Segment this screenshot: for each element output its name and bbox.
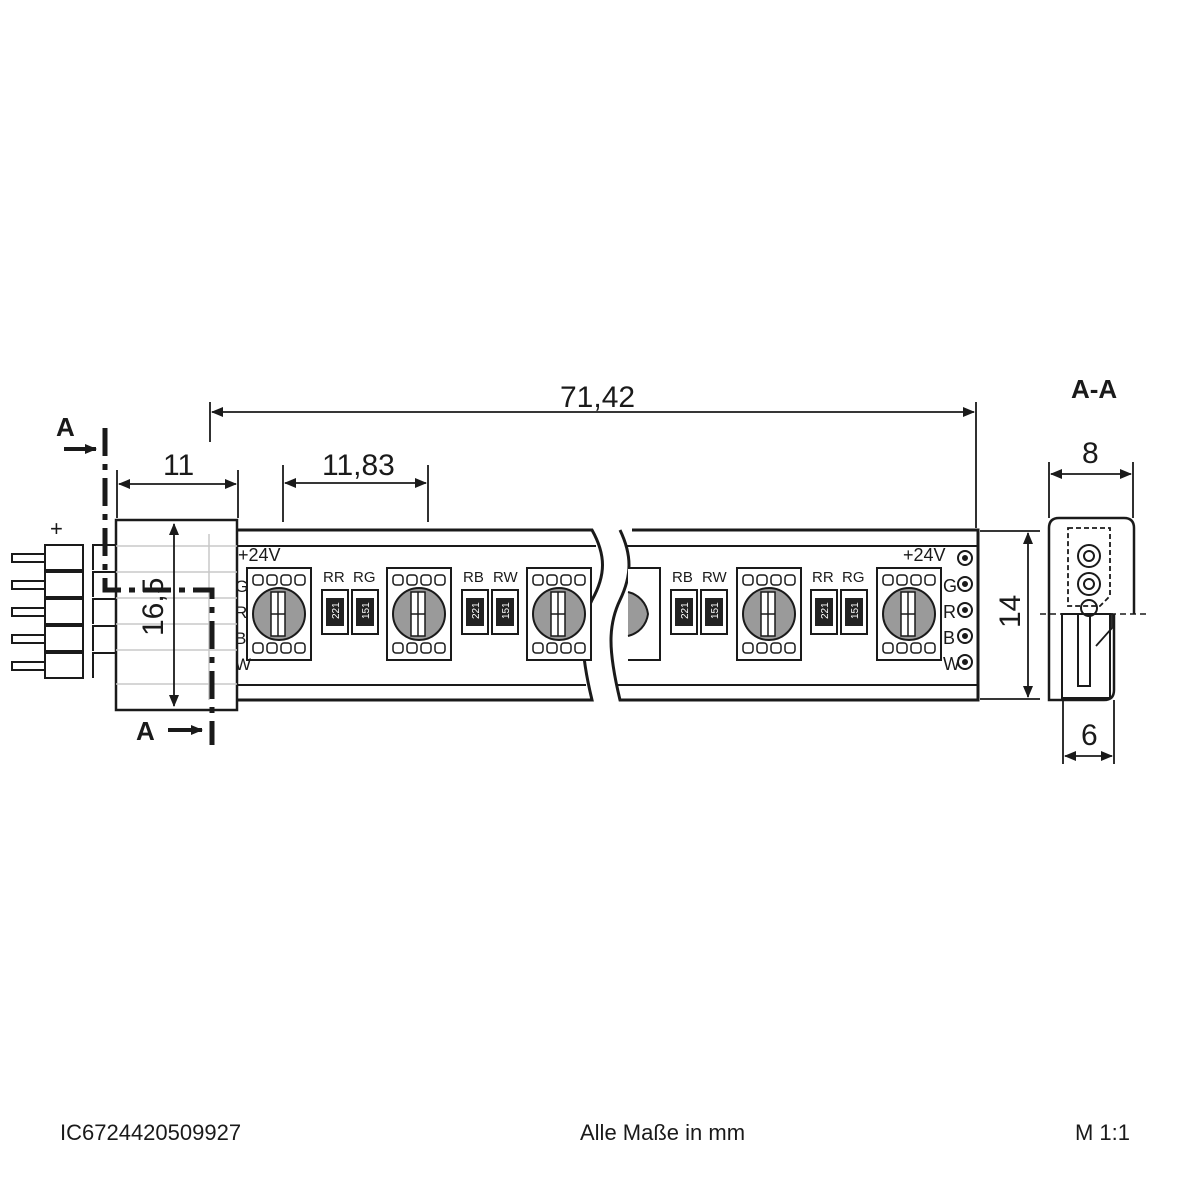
resistor-label: RG <box>353 569 376 586</box>
resistor-label: RB <box>672 569 693 586</box>
wire-sleeve <box>44 598 84 625</box>
resistor-labels: RR RG RB RW RB RW RR RG <box>323 569 865 586</box>
section-view <box>1040 516 1148 702</box>
svg-text:221: 221 <box>820 602 831 619</box>
svg-text:221: 221 <box>680 602 691 619</box>
dim-overall-length: 71,42 <box>560 381 635 414</box>
right-pads <box>957 550 973 670</box>
resistor: 151 <box>491 589 519 635</box>
dim-led-pitch: 11,83 <box>322 449 395 482</box>
pin-label-g: G <box>943 576 957 596</box>
plus-label: + <box>50 516 63 541</box>
svg-text:221: 221 <box>331 602 342 619</box>
connector-housing <box>114 518 239 712</box>
wire-sleeve <box>44 652 84 679</box>
resistor: 151 <box>351 589 379 635</box>
voltage-label-right: +24V <box>903 545 946 565</box>
led-chip <box>736 567 802 661</box>
resistor-label: RW <box>702 569 728 586</box>
resistor: 221 <box>670 589 698 635</box>
dim-strip-height: 14 <box>994 595 1027 628</box>
led-chip <box>526 567 592 661</box>
wire-sleeve <box>44 625 84 652</box>
wire-sleeve <box>44 544 84 571</box>
resistor: 221 <box>461 589 489 635</box>
dim-connector-length: 11 <box>163 449 194 482</box>
svg-text:151: 151 <box>361 602 372 619</box>
led-chips <box>246 567 942 661</box>
voltage-label-left: +24V <box>238 545 281 565</box>
pin-label-b: B <box>943 628 955 648</box>
strip-right-outline <box>609 528 980 702</box>
resistor-label: RR <box>323 569 345 586</box>
svg-text:151: 151 <box>710 602 721 619</box>
section-title: A-A <box>1071 374 1117 404</box>
pin-label-w: W <box>943 654 960 674</box>
dimension-lines <box>116 402 1134 764</box>
resistor-label: RB <box>463 569 484 586</box>
pin-label-g: G <box>235 577 248 596</box>
svg-text:151: 151 <box>850 602 861 619</box>
resistor: 221 <box>810 589 838 635</box>
svg-text:151: 151 <box>501 602 512 619</box>
dimension-values: 71,42 11 11,83 16,5 14 8 6 <box>137 381 1099 752</box>
part-number: IC6724420509927 <box>60 1120 242 1145</box>
dim-connector-height: 16,5 <box>137 578 170 636</box>
section-line <box>64 428 215 745</box>
wire-sleeve <box>44 571 84 598</box>
led-chip-partial <box>627 567 661 661</box>
resistor: 151 <box>840 589 868 635</box>
resistor-label: RR <box>812 569 834 586</box>
dim-section-width-top: 8 <box>1082 437 1099 470</box>
led-chip <box>386 567 452 661</box>
resistor-label: RG <box>842 569 865 586</box>
pin-label-w: W <box>235 655 251 674</box>
resistor: 151 <box>700 589 728 635</box>
svg-text:221: 221 <box>471 602 482 619</box>
resistors: 221 151 221 151 221 151 221 151 <box>321 589 868 635</box>
units-note: Alle Maße in mm <box>580 1120 746 1145</box>
led-chip <box>876 567 942 661</box>
resistor: 221 <box>321 589 349 635</box>
pin-label-r: R <box>943 602 956 622</box>
dim-section-width-bottom: 6 <box>1081 719 1098 752</box>
led-chip <box>246 567 312 661</box>
section-marker-bottom: A <box>136 716 155 746</box>
pin-label-b: B <box>235 629 246 648</box>
scale-label: M 1:1 <box>1074 1120 1130 1145</box>
right-pin-labels: G R B W <box>943 576 960 674</box>
resistor-label: RW <box>493 569 519 586</box>
section-marker-top: A <box>56 412 75 442</box>
connector <box>11 518 239 712</box>
